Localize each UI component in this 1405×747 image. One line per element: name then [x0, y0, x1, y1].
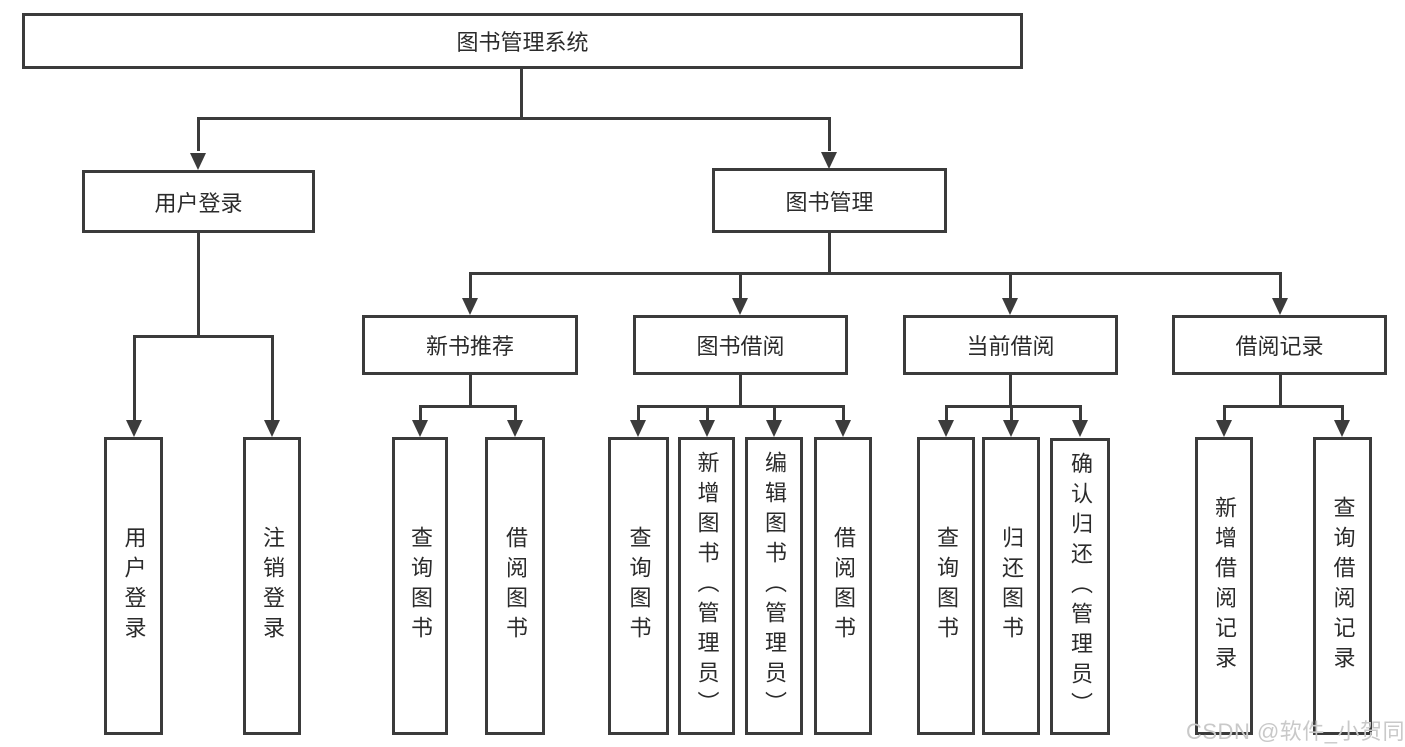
connector-line: [1009, 375, 1012, 407]
connector-arrowhead-down: [732, 298, 748, 315]
connector-arrowhead-down: [1272, 298, 1288, 315]
connector-arrowhead-down: [1003, 420, 1019, 437]
connector-line: [1341, 406, 1344, 420]
node-edit-books-admin: 编辑图书（管理员）: [745, 437, 803, 735]
connector-line: [1223, 406, 1226, 420]
connector-line: [419, 405, 517, 408]
connector-arrowhead-down: [264, 420, 280, 437]
connector-line: [469, 375, 472, 407]
connector-line: [1279, 273, 1282, 298]
connector-line: [469, 272, 1282, 275]
connector-arrowhead-down: [630, 420, 646, 437]
connector-line: [197, 233, 200, 337]
connector-arrowhead-down: [126, 420, 142, 437]
connector-line: [637, 406, 640, 420]
node-borrow-books-1: 借阅图书: [485, 437, 545, 735]
connector-line: [828, 233, 831, 274]
connector-arrowhead-down: [1072, 420, 1088, 437]
connector-line: [1279, 375, 1282, 407]
node-add-borrowing-record: 新增借阅记录: [1195, 437, 1253, 735]
connector-arrowhead-down: [462, 298, 478, 315]
connector-arrowhead-down: [766, 420, 782, 437]
node-borrowing-records: 借阅记录: [1172, 315, 1387, 375]
node-search-books-2: 查询图书: [608, 437, 669, 735]
connector-line: [469, 273, 472, 298]
connector-line: [197, 118, 200, 151]
node-logout: 注销登录: [243, 437, 301, 735]
connector-arrowhead-down: [1216, 420, 1232, 437]
node-add-books-admin: 新增图书（管理员）: [678, 437, 735, 735]
node-book-management: 图书管理: [712, 168, 947, 233]
node-borrow-books-2: 借阅图书: [814, 437, 872, 735]
connector-line: [1010, 406, 1013, 420]
connector-line: [1009, 273, 1012, 298]
connector-line: [828, 118, 831, 151]
node-user-login: 用户登录: [82, 170, 315, 233]
connector-line: [706, 406, 709, 420]
connector-line: [520, 68, 523, 118]
node-new-book-recommendation: 新书推荐: [362, 315, 578, 375]
node-current-borrowing: 当前借阅: [903, 315, 1118, 375]
node-search-borrowing-record: 查询借阅记录: [1313, 437, 1372, 735]
connector-arrowhead-down: [1002, 298, 1018, 315]
csdn-watermark: CSDN @软件_小贺同学: [1186, 719, 1405, 744]
node-book-borrowing: 图书借阅: [633, 315, 848, 375]
connector-line: [271, 336, 274, 420]
connector-line: [514, 406, 517, 420]
node-confirm-return-admin: 确认归还（管理员）: [1050, 438, 1110, 735]
connector-line: [842, 406, 845, 420]
node-return-books: 归还图书: [982, 437, 1040, 735]
connector-line: [739, 375, 742, 407]
connector-arrowhead-down: [190, 153, 206, 170]
connector-arrowhead-down: [938, 420, 954, 437]
connector-arrowhead-down: [835, 420, 851, 437]
connector-line: [945, 405, 1082, 408]
connector-line: [1223, 405, 1344, 408]
connector-arrowhead-down: [699, 420, 715, 437]
node-search-books-3: 查询图书: [917, 437, 975, 735]
connector-line: [739, 273, 742, 298]
connector-arrowhead-down: [821, 152, 837, 169]
connector-line: [419, 406, 422, 420]
connector-line: [773, 406, 776, 420]
connector-line: [197, 117, 831, 120]
connector-arrowhead-down: [507, 420, 523, 437]
connector-arrowhead-down: [412, 420, 428, 437]
node-library-management-system: 图书管理系统: [22, 13, 1023, 69]
connector-line: [945, 406, 948, 420]
connector-line: [637, 405, 845, 408]
node-search-books-1: 查询图书: [392, 437, 448, 735]
connector-arrowhead-down: [1334, 420, 1350, 437]
connector-line: [133, 336, 136, 420]
connector-line: [133, 335, 274, 338]
connector-line: [1079, 406, 1082, 420]
node-user-login-leaf: 用户登录: [104, 437, 163, 735]
